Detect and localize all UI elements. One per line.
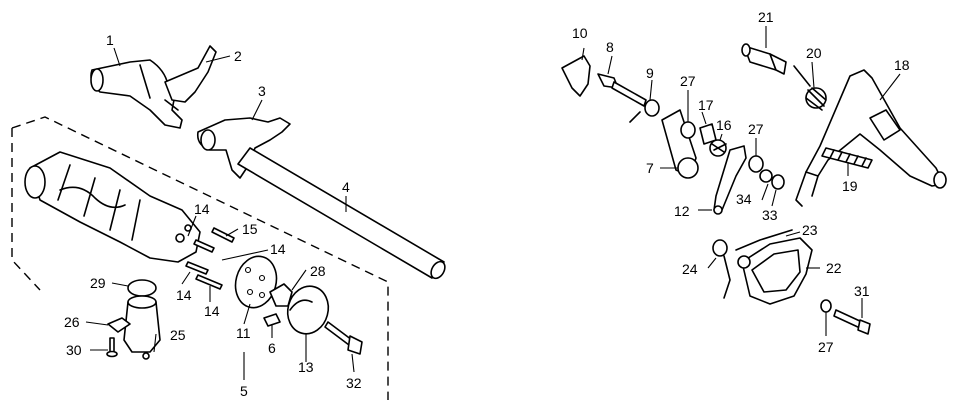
callout-7: 7 xyxy=(646,160,654,176)
spring-9 xyxy=(629,99,660,123)
shift-drum xyxy=(24,151,201,263)
shift-spindle-arm xyxy=(795,69,947,207)
bolt-32 xyxy=(324,321,363,355)
callout-9: 9 xyxy=(646,65,654,81)
shift-fork-2 xyxy=(164,45,217,103)
neutral-switch xyxy=(123,295,161,360)
callout-3: 3 xyxy=(258,83,266,99)
callout-31: 31 xyxy=(854,283,870,299)
callout-34: 34 xyxy=(736,191,752,207)
callout-17: 17 xyxy=(698,97,714,113)
callout-28: 28 xyxy=(310,263,326,279)
callout-21: 21 xyxy=(758,9,774,25)
callout-8: 8 xyxy=(606,39,614,55)
spring-19 xyxy=(821,147,873,169)
bolt-8 xyxy=(597,73,647,107)
callout-27-b: 27 xyxy=(748,121,764,137)
callout-14-b: 14 xyxy=(270,241,286,257)
callout-33: 33 xyxy=(762,207,778,223)
collar-34 xyxy=(759,169,773,183)
callout-12: 12 xyxy=(674,203,690,219)
callout-29: 29 xyxy=(90,275,106,291)
lever-plate xyxy=(661,109,699,179)
stopper-arm xyxy=(713,145,747,215)
callout-16: 16 xyxy=(716,117,732,133)
callout-1: 1 xyxy=(106,32,114,48)
drum-pins xyxy=(185,227,235,290)
callout-20: 20 xyxy=(806,45,822,61)
callout-26: 26 xyxy=(64,314,80,330)
callout-27-a: 27 xyxy=(680,73,696,89)
spindle-21 xyxy=(741,43,787,75)
callout-11: 11 xyxy=(236,325,251,341)
washer-27-mid xyxy=(748,155,764,173)
stopper-plate xyxy=(286,285,330,335)
bolt-31 xyxy=(833,309,871,335)
shift-fork-3 xyxy=(196,117,291,179)
fork-shaft xyxy=(237,147,446,280)
leader-lines xyxy=(85,26,901,380)
callout-14-d: 14 xyxy=(204,303,220,319)
spring-20 xyxy=(793,65,827,111)
nut-33 xyxy=(771,174,785,190)
callout-10: 10 xyxy=(572,25,588,41)
washer-27-bottom xyxy=(820,299,832,313)
callout-18: 18 xyxy=(894,57,910,73)
callout-14-a: 14 xyxy=(194,201,210,217)
callout-labels: 1 2 3 4 14 15 14 28 14 14 11 6 13 32 5 2… xyxy=(64,9,910,399)
callout-2: 2 xyxy=(234,48,242,64)
callout-6: 6 xyxy=(268,340,276,356)
callout-23: 23 xyxy=(802,222,818,238)
callout-5: 5 xyxy=(240,383,248,399)
screw-30 xyxy=(106,337,118,358)
callout-30: 30 xyxy=(66,342,82,358)
assembly-boundary xyxy=(11,116,389,400)
shift-fork-1 xyxy=(90,59,183,129)
callout-4: 4 xyxy=(342,179,350,195)
callout-15: 15 xyxy=(242,221,258,237)
callout-32: 32 xyxy=(346,375,362,391)
callout-24: 24 xyxy=(682,261,698,277)
cover-22 xyxy=(737,237,813,305)
o-ring xyxy=(127,279,157,297)
gasket-23 xyxy=(735,229,793,251)
callout-13: 13 xyxy=(298,359,314,375)
callout-14-c: 14 xyxy=(176,287,192,303)
spring-24 xyxy=(712,239,731,299)
callout-27-c: 27 xyxy=(818,339,834,355)
spring-16 xyxy=(709,139,727,157)
callout-19: 19 xyxy=(842,178,858,194)
callout-22: 22 xyxy=(826,260,842,276)
wire-clip xyxy=(107,317,131,333)
bracket-10 xyxy=(561,55,591,97)
washer-27-top xyxy=(680,121,696,139)
callout-25: 25 xyxy=(170,327,186,343)
